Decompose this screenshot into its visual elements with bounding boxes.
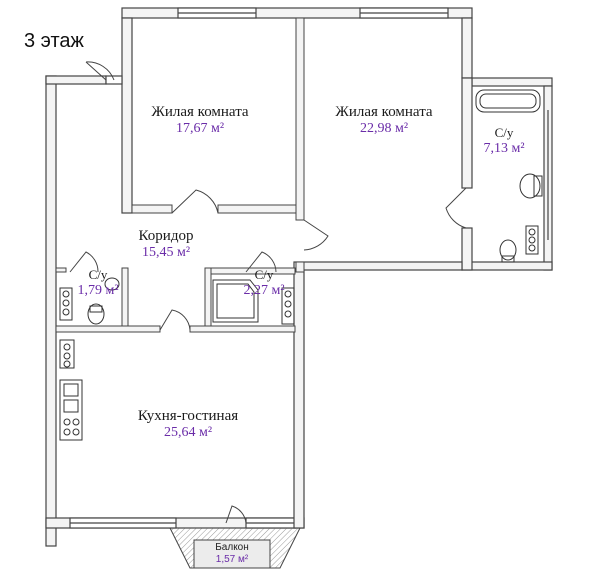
sink-icon: [519, 173, 541, 199]
room-area: 25,64 м²: [163, 425, 213, 441]
room-name: Жилая комната: [151, 104, 249, 120]
room-label-living1: Жилая комната 17,67 м²: [151, 104, 248, 137]
room-name: С/у: [254, 267, 274, 282]
washer-icon-3: [281, 287, 295, 325]
room-name: Коридор: [138, 228, 194, 244]
floor-label: 3 этаж: [24, 30, 84, 52]
room-area: 17,67 м²: [175, 121, 225, 137]
room-name: Жилая комната: [335, 104, 433, 120]
room-area: 15,45 м²: [141, 245, 191, 261]
kitchen-counter-icon: [59, 379, 83, 441]
room-label-bath3: С/у 2,27 м²: [243, 267, 285, 299]
sink-icon-2: [104, 277, 120, 291]
room-name: Кухня-гостиная: [137, 408, 239, 424]
appliance-icon: [59, 339, 75, 369]
room-label-corridor: Коридор 15,45 м²: [139, 228, 194, 261]
washer-icon: [525, 225, 539, 255]
room-label-bath1: С/у 7,13 м²: [483, 125, 525, 157]
fixtures: [59, 89, 543, 441]
room-name: Балкон: [215, 542, 249, 553]
room-label-bath2: С/у 1,79 м²: [77, 267, 119, 299]
room-label-kitchen: Кухня-гостиная 25,64 м²: [138, 408, 238, 441]
room-label-living2: Жилая комната 22,98 м²: [335, 104, 432, 137]
room-name: С/у: [494, 125, 514, 140]
balcony-shape: [169, 527, 301, 569]
room-area: 7,13 м²: [483, 140, 525, 156]
shower-icon: [212, 279, 259, 323]
room-area: 1,79 м²: [77, 282, 119, 298]
room-area: 1,57 м²: [215, 553, 249, 565]
room-area: 22,98 м²: [359, 121, 409, 137]
toilet-icon-2: [87, 303, 105, 325]
outer-walls: [45, 7, 553, 547]
washer-icon-2: [59, 287, 73, 321]
door-swings: [69, 61, 467, 524]
room-label-balcony: Балкон 1,57 м²: [215, 542, 249, 565]
room-area: 2,27 м²: [243, 282, 285, 298]
bathtub-icon: [475, 89, 541, 113]
room-name: С/у: [88, 267, 108, 282]
toilet-icon: [499, 239, 517, 261]
